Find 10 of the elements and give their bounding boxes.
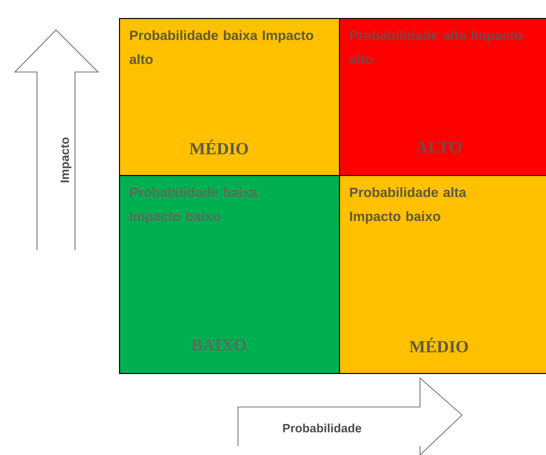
cell-description: Probabilidade alta Impacto baixo [350,187,466,224]
axis-label: Probabilidade [283,424,362,432]
risk-level: ALTO [416,141,462,153]
cell-description: Probabilidade alta Impacto alto [350,30,522,64]
axis-label: Impacto [60,137,72,182]
risk-level: MÉDIO [410,338,468,352]
risk-level: BAIXO [191,339,246,351]
cell-description: Probabilidade baixa Impacto baixo [130,187,258,224]
cell-description: Probabilidade baixa Impacto alto [130,30,314,64]
risk-level: MÉDIO [190,140,248,154]
